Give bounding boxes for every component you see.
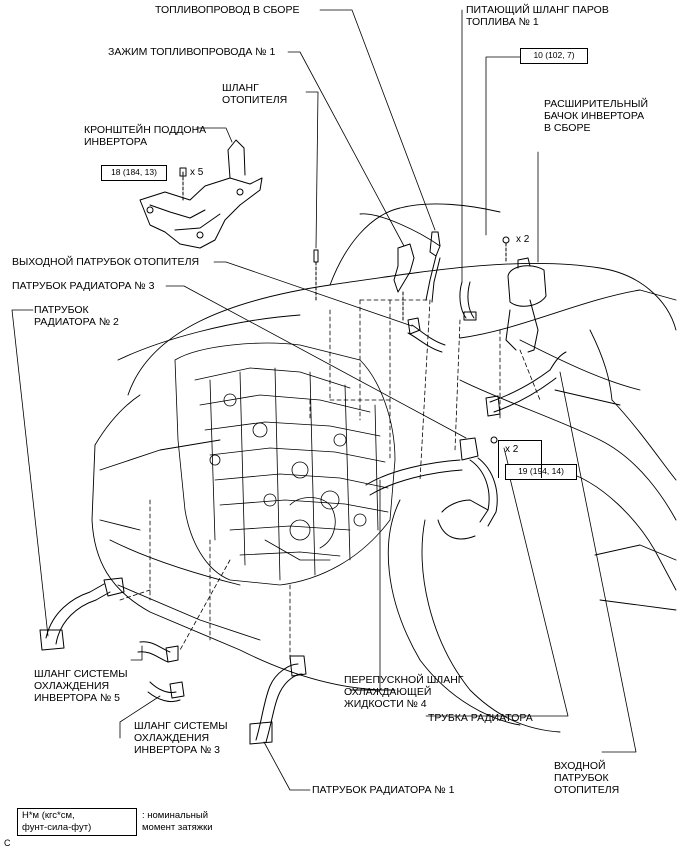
label-radiator-pipe-2: ПАТРУБОК РАДИАТОРА № 2	[34, 304, 119, 328]
torque-box-10: 10 (102, 7)	[520, 48, 588, 64]
bypass-hose-part	[365, 436, 498, 540]
label-inverter-tray-bracket: КРОНШТЕЙН ПОДДОНА ИНВЕРТОРА	[84, 124, 207, 148]
label-fuel-tube-assembly: ТОПЛИВОПРОВОД В СБОРЕ	[155, 4, 300, 16]
leader-lines	[11, 9, 637, 791]
radiator-pipe-1-part	[249, 655, 307, 745]
assembly-dashed-lines	[119, 299, 541, 661]
label-inverter-cooling-hose-3: ШЛАНГ СИСТЕМЫ ОХЛАЖДЕНИЯ ИНВЕРТОРА № 3	[134, 720, 228, 756]
inverter-reservoir-part	[502, 236, 547, 353]
vehicle-body-outline	[91, 203, 677, 733]
label-radiator-tube: ТРУБКА РАДИАТОРА	[428, 712, 533, 724]
qty-x2-reservoir: x 2	[516, 234, 530, 245]
label-heater-hose: ШЛАНГ ОТОПИТЕЛЯ	[222, 82, 288, 106]
inverter-cooling-hose-3-part	[147, 681, 185, 703]
label-radiator-pipe-1: ПАТРУБОК РАДИАТОРА № 1	[312, 784, 455, 796]
label-coolant-bypass-hose-4: ПЕРЕПУСКНОЙ ШЛАНГ ОХЛАЖДАЮЩЕЙ ЖИДКОСТИ №…	[344, 674, 464, 710]
label-fuel-tube-clamp: ЗАЖИМ ТОПЛИВОПРОВОДА № 1	[108, 46, 276, 58]
torque-box-18: 18 (184, 13)	[101, 165, 167, 181]
label-inverter-reservoir: РАСШИРИТЕЛЬНЫЙ БАЧОК ИНВЕРТОРА В СБОРЕ	[544, 98, 649, 134]
fuel-vapor-hose-part	[459, 281, 477, 321]
qty-x5: x 5	[190, 167, 204, 178]
legend-meaning: : номинальный момент затяжки	[142, 810, 213, 833]
label-radiator-pipe-3: ПАТРУБОК РАДИАТОРА № 3	[12, 280, 155, 292]
inverter-cooling-hose-5-part	[137, 641, 179, 663]
inverter-tray-bracket-part	[139, 139, 263, 249]
label-heater-inlet-pipe: ВХОДНОЙ ПАТРУБОК ОТОПИТЕЛЯ	[554, 760, 620, 796]
fuel-tube-assembly-part	[425, 231, 441, 303]
label-heater-outlet-pipe: ВЫХОДНОЙ ПАТРУБОК ОТОПИТЕЛЯ	[12, 256, 200, 268]
corner-mark: C	[4, 838, 11, 848]
fuel-tube-clamp-part	[393, 243, 415, 321]
radiator-pipe-3-part	[485, 351, 567, 417]
engine-assembly	[174, 342, 396, 586]
legend-unit-box: Н*м (кгс*см, фунт-сила-фут)	[17, 808, 137, 836]
heater-outlet-pipe-part	[407, 317, 446, 353]
heater-hose-part	[313, 249, 319, 301]
radiator-pipe-2-part	[39, 577, 125, 651]
label-fuel-vapor-feed-hose: ПИТАЮЩИЙ ШЛАНГ ПАРОВ ТОПЛИВА № 1	[466, 4, 609, 28]
label-inverter-cooling-hose-5: ШЛАНГ СИСТЕМЫ ОХЛАЖДЕНИЯ ИНВЕРТОРА № 5	[34, 668, 128, 704]
qty-x2-pipe: x 2	[505, 444, 519, 455]
torque-box-19-frame	[498, 440, 542, 478]
